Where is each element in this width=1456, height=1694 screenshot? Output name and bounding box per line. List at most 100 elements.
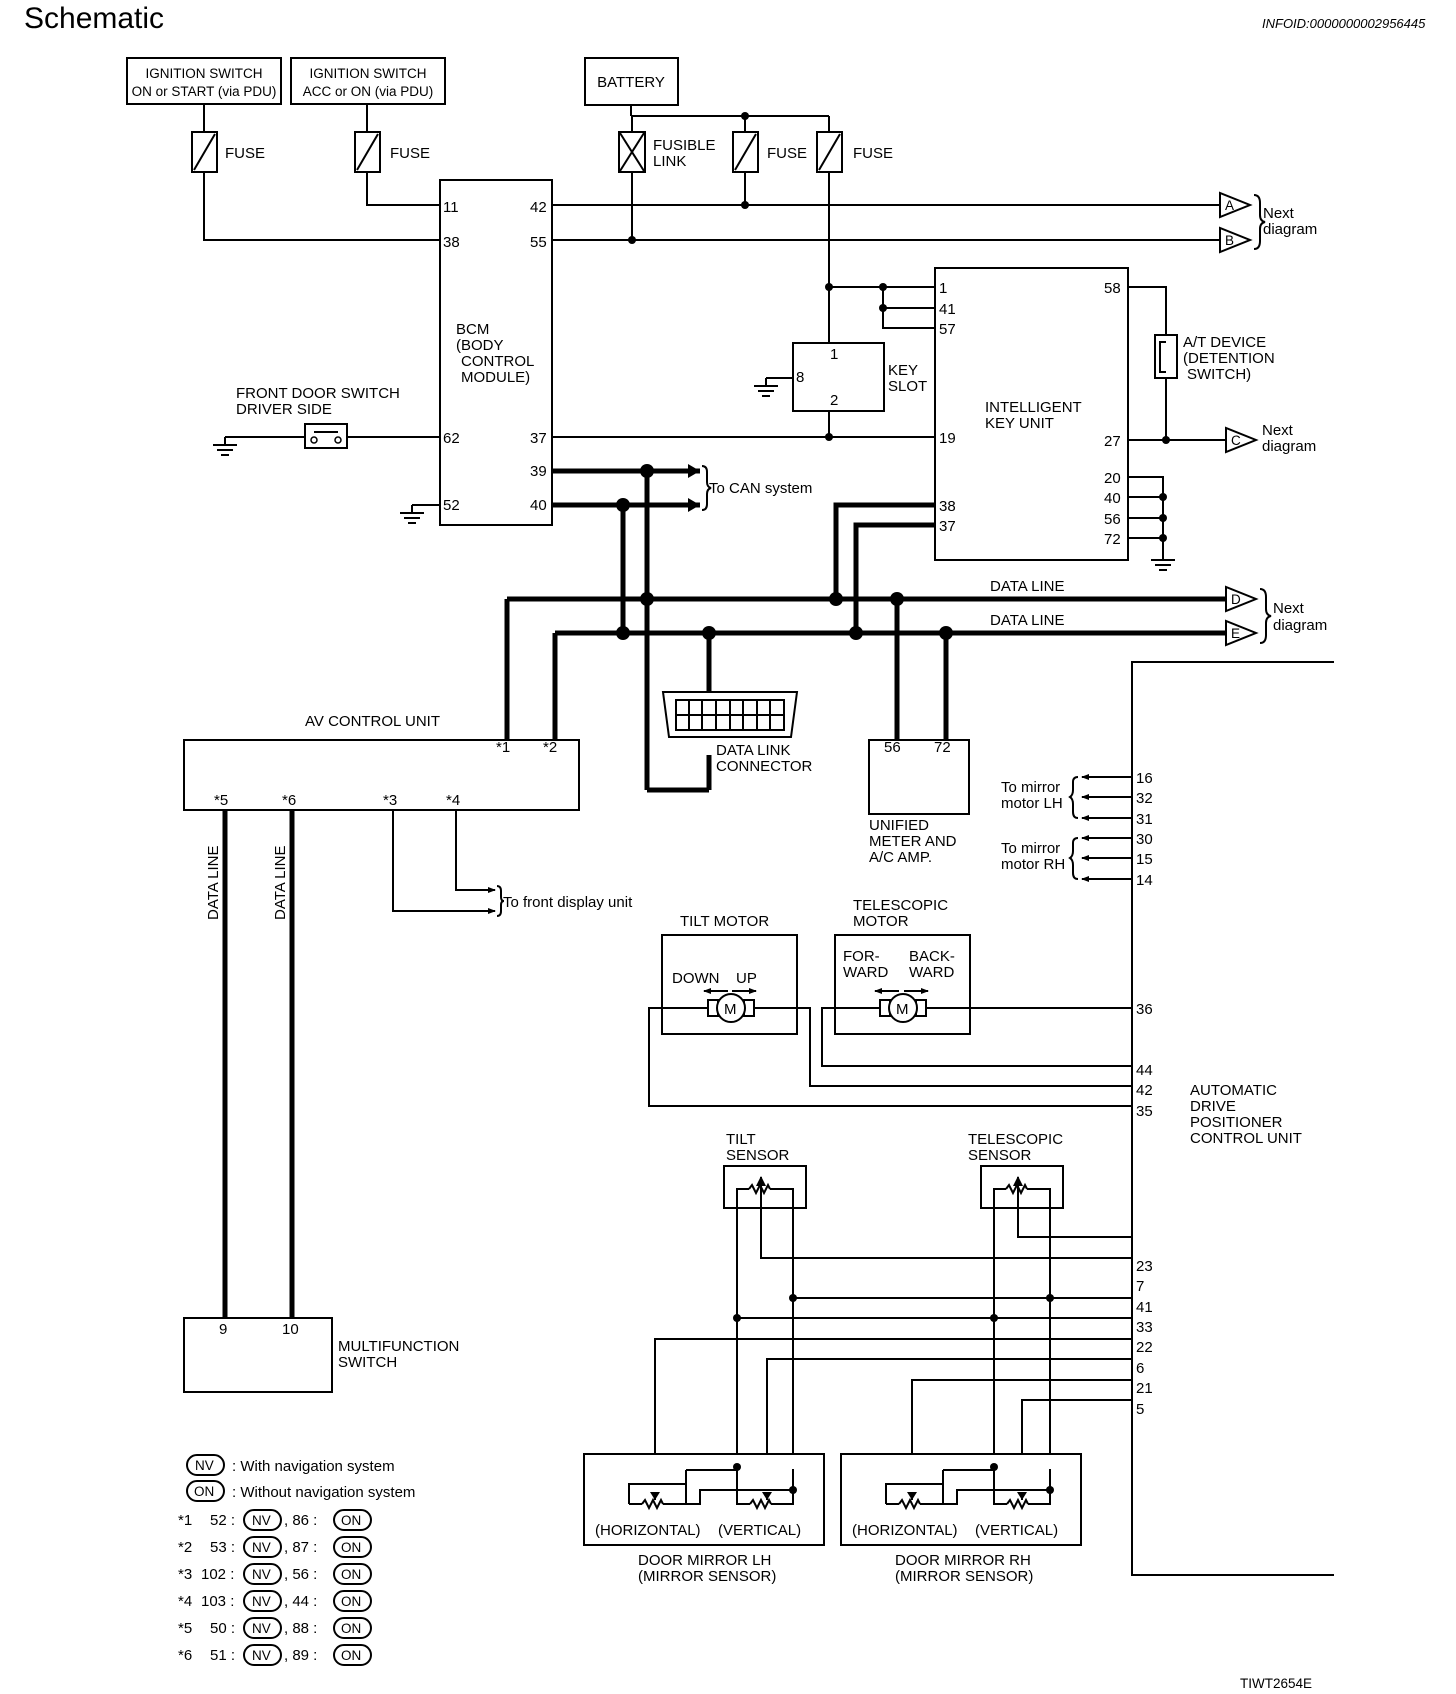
svg-text:5: 5 — [1136, 1401, 1144, 1418]
svg-text:52: 52 — [443, 497, 460, 514]
svg-text:, 87 :: , 87 : — [284, 1539, 317, 1556]
svg-text:TELESCOPIC: TELESCOPIC — [853, 897, 948, 914]
svg-text:NV: NV — [252, 1621, 271, 1636]
svg-text:FUSE: FUSE — [853, 145, 893, 162]
svg-text:BCM: BCM — [456, 321, 489, 338]
svg-text:diagram: diagram — [1273, 617, 1327, 634]
key-slot: 1 2 8 KEY SLOT — [792, 342, 927, 412]
svg-text:1: 1 — [830, 346, 838, 363]
svg-text:*4: *4 — [178, 1593, 192, 1610]
svg-text:56: 56 — [884, 739, 901, 756]
mirror-motor-lh-wires: To mirror motor LH — [1001, 774, 1132, 821]
svg-text:NV: NV — [252, 1594, 271, 1609]
svg-text:A/C AMP.: A/C AMP. — [869, 849, 932, 866]
front-door-switch: FRONT DOOR SWITCH DRIVER SIDE — [236, 385, 400, 449]
svg-text:19: 19 — [939, 430, 956, 447]
svg-text:38: 38 — [939, 498, 956, 515]
svg-text:AUTOMATIC: AUTOMATIC — [1190, 1082, 1277, 1099]
svg-text:SWITCH: SWITCH — [338, 1354, 397, 1371]
svg-text:POSITIONER: POSITIONER — [1190, 1114, 1283, 1131]
svg-text:9: 9 — [219, 1321, 227, 1338]
svg-text:BACK-: BACK- — [909, 948, 955, 965]
svg-text:6: 6 — [1136, 1360, 1144, 1377]
fuse-ign-2: FUSE — [354, 131, 430, 173]
svg-text:*1: *1 — [496, 739, 510, 756]
wire-tilt-35 — [648, 1007, 1132, 1107]
ground-symbol — [400, 505, 424, 524]
svg-text:: With navigation system: : With navigation system — [232, 1458, 395, 1475]
svg-text:27: 27 — [1104, 433, 1121, 450]
svg-text:IGNITION SWITCH: IGNITION SWITCH — [146, 66, 263, 81]
svg-text:36: 36 — [1136, 1001, 1153, 1018]
svg-text:(VERTICAL): (VERTICAL) — [975, 1522, 1058, 1539]
svg-text:14: 14 — [1136, 872, 1153, 889]
svg-text:ON: ON — [341, 1621, 361, 1636]
svg-text:A: A — [1225, 198, 1234, 213]
ignition-switch-on-start: IGNITION SWITCH ON or START (via PDU) — [126, 57, 282, 105]
svg-text:TILT: TILT — [726, 1131, 756, 1148]
tilt-motor: TILT MOTOR DOWN UP M — [661, 913, 798, 1035]
adp-pin-labels: 16 32 31 30 15 14 36 44 42 35 23 7 41 33… — [1136, 770, 1153, 1418]
svg-text:E: E — [1231, 626, 1240, 641]
svg-text:CONNECTOR: CONNECTOR — [716, 758, 813, 775]
svg-text:BATTERY: BATTERY — [597, 74, 665, 91]
svg-text:56: 56 — [1104, 511, 1121, 528]
svg-text:72: 72 — [1104, 531, 1121, 548]
svg-text:15: 15 — [1136, 851, 1153, 868]
svg-text:20: 20 — [1104, 470, 1121, 487]
svg-text:D: D — [1231, 592, 1241, 607]
svg-text:*5: *5 — [178, 1620, 192, 1637]
page-title: Schematic — [24, 2, 164, 35]
info-id: INFOID:0000000002956445 — [1262, 16, 1426, 31]
fusible-link: FUSIBLE LINK — [618, 131, 716, 173]
svg-text:ON: ON — [341, 1648, 361, 1663]
fuse-battery-1: FUSE — [732, 131, 807, 173]
svg-text:51 :: 51 : — [210, 1647, 235, 1664]
svg-text:*3: *3 — [178, 1566, 192, 1583]
multifunction-switch: 9 10 MULTIFUNCTION SWITCH — [183, 1317, 459, 1393]
svg-text:44: 44 — [1136, 1062, 1153, 1079]
wire-tilt-42 — [754, 1007, 1132, 1087]
svg-text:(MIRROR SENSOR): (MIRROR SENSOR) — [638, 1568, 776, 1585]
svg-text:NV: NV — [252, 1540, 271, 1555]
svg-text:7: 7 — [1136, 1278, 1144, 1295]
unified-meter: 56 72 UNIFIED METER AND A/C AMP. — [868, 739, 970, 866]
av-control-unit: AV CONTROL UNIT *1 *2 *5 *6 *3 *4 — [183, 713, 580, 811]
svg-text:, 44 :: , 44 : — [284, 1593, 317, 1610]
svg-text:FUSE: FUSE — [767, 145, 807, 162]
svg-text:1: 1 — [939, 280, 947, 297]
svg-text:11: 11 — [443, 199, 459, 216]
figure-id: TIWT2654E — [1240, 1676, 1312, 1691]
svg-text:42: 42 — [1136, 1082, 1153, 1099]
svg-text:METER AND: METER AND — [869, 833, 957, 850]
connector-c: C — [1225, 426, 1259, 454]
svg-text:MODULE): MODULE) — [461, 369, 530, 386]
door-mirror-rh: (HORIZONTAL) (VERTICAL) DOOR MIRROR RH (… — [840, 1453, 1082, 1585]
legend-row: *2 53 : NV , 87 : ON — [178, 1536, 372, 1558]
svg-text:DATA LINK: DATA LINK — [716, 742, 790, 759]
svg-text:DOOR MIRROR LH: DOOR MIRROR LH — [638, 1552, 771, 1569]
legend-row: *1 52 : NV , 86 : ON — [178, 1509, 372, 1531]
connector-d: D — [1225, 585, 1259, 613]
svg-text:diagram: diagram — [1263, 221, 1317, 238]
svg-text:To mirror: To mirror — [1001, 840, 1060, 857]
svg-text:KEY UNIT: KEY UNIT — [985, 415, 1054, 432]
svg-text:, 88 :: , 88 : — [284, 1620, 317, 1637]
svg-text:motor LH: motor LH — [1001, 795, 1063, 812]
wire-tele-44 — [821, 1007, 1132, 1067]
svg-text:58: 58 — [1104, 280, 1121, 297]
svg-text:8: 8 — [796, 369, 804, 386]
svg-text:FUSE: FUSE — [390, 145, 430, 162]
connector-a: A — [1219, 191, 1253, 219]
svg-text:TELESCOPIC: TELESCOPIC — [968, 1131, 1063, 1148]
svg-text:39: 39 — [530, 463, 547, 480]
adp-control-unit: AUTOMATIC DRIVE POSITIONER CONTROL UNIT — [1131, 661, 1334, 1576]
legend-row: *5 50 : NV , 88 : ON — [178, 1617, 372, 1639]
svg-text:33: 33 — [1136, 1319, 1153, 1336]
svg-text:MULTIFUNCTION: MULTIFUNCTION — [338, 1338, 459, 1355]
svg-text:37: 37 — [939, 518, 956, 535]
svg-text:52 :: 52 : — [210, 1512, 235, 1529]
svg-text:*2: *2 — [543, 739, 557, 756]
legend: NV : With navigation system ON : Without… — [178, 1454, 415, 1666]
svg-text:32: 32 — [1136, 790, 1153, 807]
